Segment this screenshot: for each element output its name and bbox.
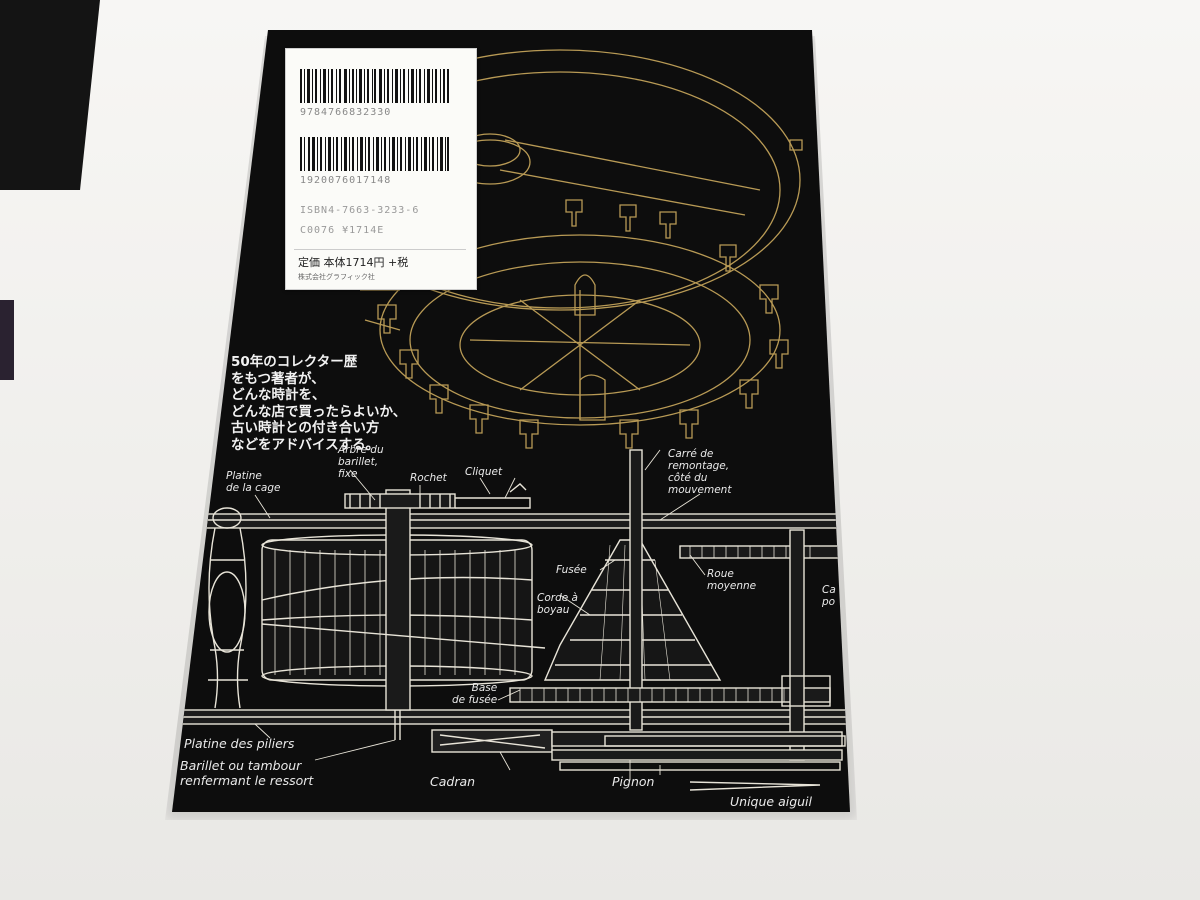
back-cover-blurb: 50年のコレクター歴 をもつ著者が、 どんな時計を、 どんな店で買ったらよいか、… [231, 354, 461, 453]
label-arbre-barillet: Arbre du barillet, fixe [338, 444, 384, 480]
barcode-graphic [300, 69, 449, 103]
blurb-line: などをアドバイスする。 [231, 436, 380, 453]
label-unique-aiguille: Unique aiguil [730, 794, 813, 809]
barcode-graphic-2 [300, 137, 449, 171]
background-book-edge [0, 300, 14, 380]
publisher-name: 株式会社グラフィック社 [298, 273, 375, 281]
label-carre-remontage: Carré de remontage, côté du mouvement [668, 448, 732, 496]
classification-code: C0076 ¥1714E [300, 225, 385, 236]
barcode-digits-1: 9784766832330 [300, 107, 392, 118]
blurb-line: をもつ著者が、 [231, 370, 325, 387]
label-roue-moyenne: Roue moyenne [707, 568, 757, 592]
fusee-movement-drawing [179, 449, 850, 791]
blurb-line: どんな時計を、 [231, 387, 326, 403]
label-cut-off: Ca po [822, 584, 836, 608]
isbn-number: ISBN4-7663-3233-6 [300, 205, 420, 216]
blurb-line: 古い時計との付き合い方 [231, 420, 380, 436]
label-rochet: Rochet [410, 472, 447, 484]
sticker-divider [294, 249, 466, 250]
label-barillet-tambour: Barillet ou tambour renfermant le ressor… [180, 758, 314, 788]
label-corde-boyau: Corde à boyau [537, 592, 578, 616]
label-platine-piliers: Platine des piliers [184, 736, 295, 751]
escape-wheel-drawing [319, 49, 803, 449]
label-base-fusee: Base de fusée [452, 682, 498, 706]
label-cadran: Cadran [430, 774, 476, 789]
label-platine-cage: Platine de la cage [226, 470, 281, 494]
barcode-price-sticker: 9784766832330 1920076017148 ISBN4-7663-3… [285, 48, 477, 290]
blurb-line: どんな店で買ったらよいか、 [231, 403, 407, 420]
blurb-line: 50年のコレクター歴 [231, 354, 358, 370]
label-fusee: Fusée [556, 564, 587, 576]
price-label: 定価 本体1714円 +税 [298, 256, 409, 269]
label-pignon: Pignon [612, 774, 655, 789]
barcode-digits-2: 1920076017148 [300, 175, 392, 186]
label-cliquet: Cliquet [465, 466, 503, 478]
